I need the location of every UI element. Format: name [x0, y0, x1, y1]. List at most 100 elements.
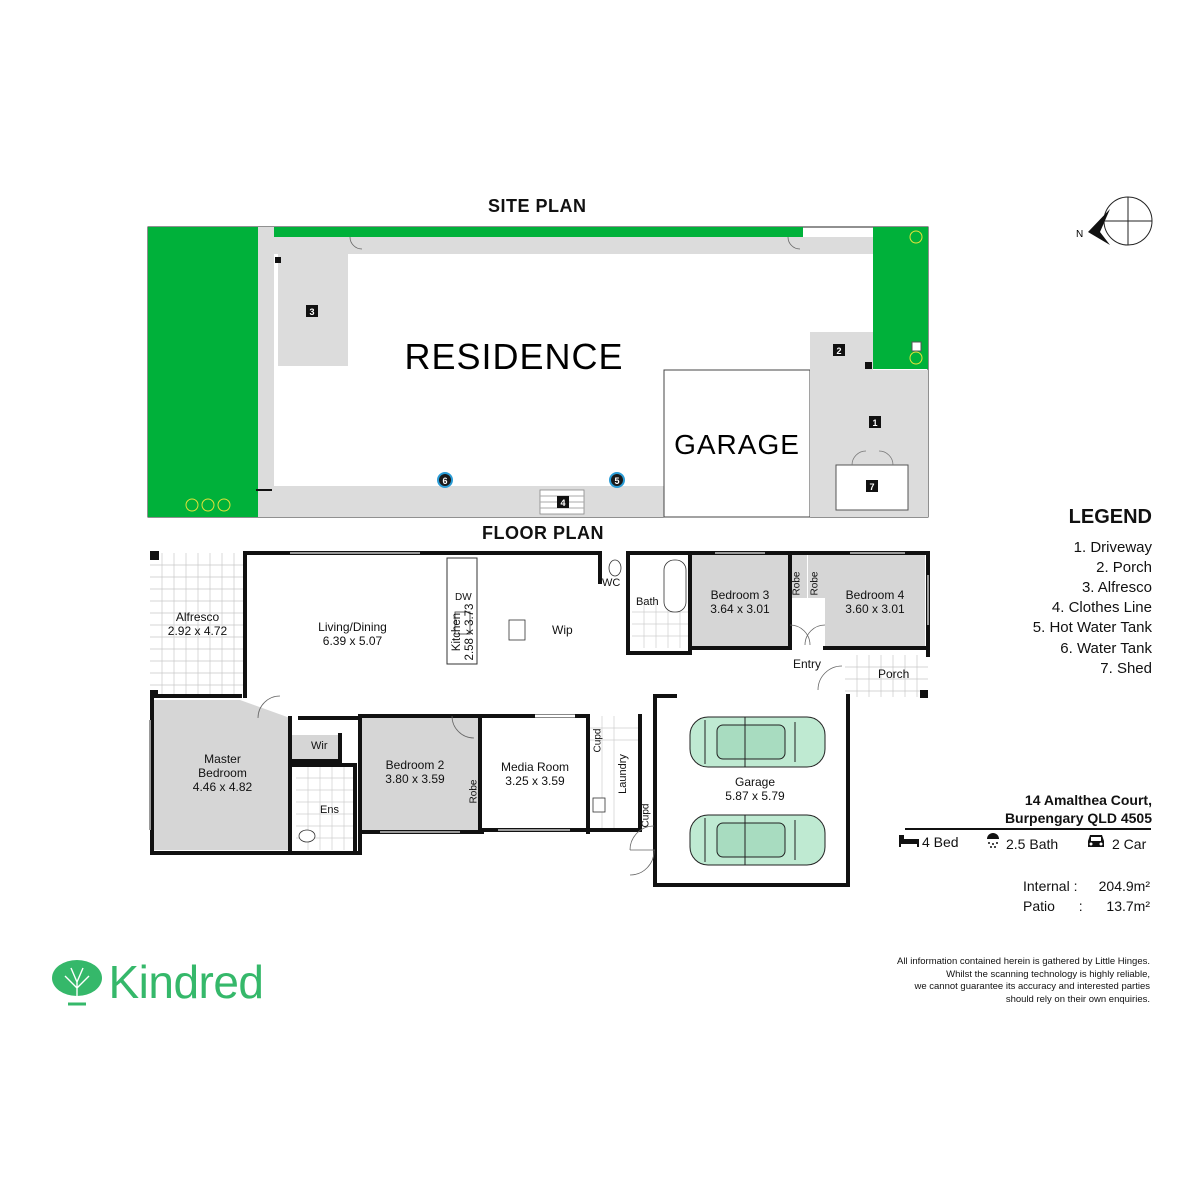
toilet-icon	[608, 559, 622, 577]
legend-item: 5. Hot Water Tank	[1032, 619, 1152, 636]
robe-2-label: Robe	[468, 779, 480, 804]
alfresco-label: Alfresco 2.92 x 4.72	[150, 610, 245, 638]
lawn-top	[258, 227, 803, 237]
living-name: Living/Dining	[318, 620, 387, 634]
site-garage	[663, 369, 811, 518]
residence-label: RESIDENCE	[404, 336, 623, 377]
floor-plan	[149, 551, 930, 887]
bedroom-4-room	[825, 553, 925, 648]
laundry-label: Laundry	[616, 754, 629, 794]
bedroom-3-room	[690, 553, 790, 648]
garage-car-top	[689, 716, 826, 768]
cooktop-icon	[508, 619, 526, 641]
robe-3	[790, 553, 807, 598]
bed-icon	[898, 833, 922, 850]
garage-dims: 5.87 x 5.79	[725, 789, 785, 803]
baths-text: 2.5 Bath	[1006, 836, 1059, 852]
alfresco-dims: 2.92 x 4.72	[167, 624, 228, 638]
beds-text: 4 Bed	[922, 834, 959, 850]
car-icon	[1086, 833, 1112, 852]
porch-label: Porch	[878, 667, 910, 681]
legend-item: 4. Clothes Line	[1051, 599, 1152, 616]
brand-logo: Kindred	[50, 955, 264, 1009]
robe-4	[808, 553, 825, 598]
porch-area	[845, 655, 928, 697]
internal-label: Internal :	[1023, 878, 1078, 894]
site-marker-4: 4	[560, 498, 565, 508]
patio-label: Patio :	[1023, 898, 1083, 914]
garage-label: GARAGE	[674, 429, 800, 460]
garage-car-bottom	[689, 814, 826, 866]
master-name-1: Master	[204, 752, 241, 766]
ensuite-toilet-icon	[298, 829, 316, 843]
wip-room	[520, 582, 600, 677]
legend-item: 6. Water Tank	[1060, 640, 1152, 657]
legend-item: 2. Porch	[1096, 559, 1152, 576]
bedroom-2-name: Bedroom 2	[385, 758, 445, 772]
robe-3-label: Robe	[791, 571, 803, 596]
disclaimer-line: All information contained herein is gath…	[897, 956, 1150, 967]
wc-label: WC	[602, 577, 621, 589]
garage-name: Garage	[734, 775, 776, 789]
bedroom-2-dims: 3.80 x 3.59	[385, 772, 445, 786]
master-dims: 4.46 x 4.82	[192, 780, 253, 794]
tree-logo-icon	[52, 960, 102, 1006]
site-marker-5: 5	[614, 476, 619, 486]
media-dims: 3.25 x 3.59	[505, 774, 565, 788]
cupd-label-bottom: Cupd	[640, 803, 652, 828]
ens-label: Ens	[320, 804, 339, 816]
bedroom-3-name: Bedroom 3	[710, 588, 770, 602]
legend-item: 1. Driveway	[1073, 539, 1152, 556]
kitchen-label: Kitchen 2.58 x 3.73	[451, 592, 531, 672]
kitchen-island	[446, 557, 478, 665]
kitchen-dims: 2.58 x 3.73	[464, 603, 476, 661]
living-label: Living/Dining 6.39 x 5.07	[290, 620, 415, 648]
bedroom-4-label: Bedroom 4 3.60 x 3.01	[825, 588, 925, 616]
compass-icon: N	[1076, 196, 1153, 246]
water-tank-marker	[437, 472, 453, 488]
site-marker-6: 6	[442, 476, 447, 486]
bedroom-4-name: Bedroom 4	[845, 588, 905, 602]
site-plan-title: SITE PLAN	[488, 196, 587, 216]
disclaimer-line: Whilst the scanning technology is highly…	[946, 968, 1150, 980]
bedroom-2-room	[360, 718, 480, 830]
dw-label: DW	[455, 592, 472, 603]
garage-room-label: Garage 5.87 x 5.79	[700, 775, 810, 803]
cupd-label-top: Cupd	[592, 728, 604, 753]
hot-water-tank-marker	[609, 472, 625, 488]
robe-4-label: Robe	[809, 571, 821, 596]
bedroom-3-label: Bedroom 3 3.64 x 3.01	[690, 588, 790, 616]
site-marker-1: 1	[872, 418, 877, 428]
media-room-label: Media Room 3.25 x 3.59	[482, 760, 588, 788]
kitchen-sink-icon	[454, 611, 471, 635]
bathtub-icon	[663, 559, 687, 613]
brand-name: Kindred	[108, 956, 264, 1008]
address-underline	[905, 828, 1151, 830]
compass-north-label: N	[1076, 229, 1083, 240]
alfresco-name: Alfresco	[175, 610, 220, 624]
legend-item: 7. Shed	[1100, 660, 1152, 677]
site-marker-2: 2	[836, 346, 841, 356]
bath-label: Bath	[636, 596, 659, 608]
floor-plan-title: FLOOR PLAN	[482, 523, 604, 543]
disclaimer-line: should rely on their own enquiries.	[1005, 993, 1150, 1005]
site-marker-7: 7	[869, 482, 874, 492]
address-line-2: Burpengary QLD 4505	[1004, 810, 1152, 826]
media-name: Media Room	[500, 760, 570, 774]
kitchen-name: Kitchen	[451, 612, 463, 652]
entry-label: Entry	[793, 657, 822, 671]
master-bedroom-label: Master Bedroom 4.46 x 4.82	[170, 752, 275, 794]
master-name-2: Bedroom	[198, 766, 247, 780]
address-line-1: 14 Amalthea Court,	[1024, 792, 1152, 808]
car-count: 2 Car	[1086, 833, 1146, 852]
legend-title: LEGEND	[1068, 506, 1152, 528]
site-marker-3: 3	[309, 307, 314, 317]
wip-label: Wip	[552, 623, 573, 637]
living-dims: 6.39 x 5.07	[322, 634, 383, 648]
bedroom-2-label: Bedroom 2 3.80 x 3.59	[360, 758, 470, 786]
wir-room	[292, 735, 340, 761]
master-bedroom-room	[152, 700, 290, 850]
bedroom-3-dims: 3.64 x 3.01	[710, 602, 770, 616]
